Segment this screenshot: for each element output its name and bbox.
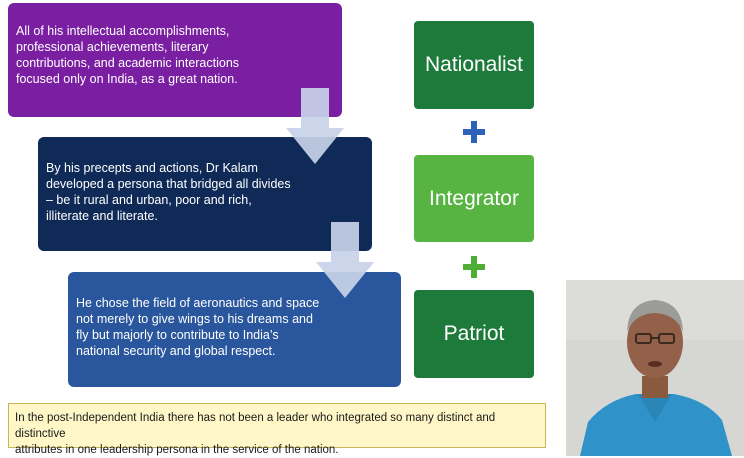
statement-line: By his precepts and actions, Dr Kalam: [46, 161, 258, 175]
down-arrow-icon: [316, 222, 374, 298]
down-arrow-icon: [286, 88, 344, 164]
statement-line: fly but majorly to contribute to India’s: [76, 328, 279, 342]
plus-icon: [463, 256, 485, 278]
speaker-video: [566, 280, 744, 456]
summary-note: In the post-Independent India there has …: [8, 403, 546, 456]
statement-line: focused only on India, as a great nation…: [16, 72, 238, 86]
statement-line: All of his intellectual accomplishments,: [16, 24, 230, 38]
statement-line: national security and global respect.: [76, 344, 276, 358]
statement-line: not merely to give wings to his dreams a…: [76, 312, 313, 326]
plus-icon: [463, 121, 485, 143]
tile-patriot: Patriot: [414, 290, 534, 378]
statement-line: contributions, and academic interactions: [16, 56, 240, 70]
note-line: attributes in one leadership persona in …: [15, 444, 339, 456]
statement-line: He chose the field of aeronautics and sp…: [76, 296, 320, 310]
statement-line: professional achievements, literary: [16, 40, 209, 54]
tile-nationalist: Nationalist: [414, 21, 534, 109]
statement-line: – be it rural and urban, poor and rich,: [46, 193, 252, 207]
note-line: In the post-Independent India there has …: [15, 412, 496, 440]
tile-integrator: Integrator: [414, 155, 534, 242]
statement-box-nationalist: All of his intellectual accomplishments,…: [8, 3, 342, 117]
speaker-video-thumbnail-icon: [566, 280, 744, 456]
statement-line: developed a persona that bridged all div…: [46, 177, 291, 191]
statement-line: illiterate and literate.: [46, 209, 158, 223]
